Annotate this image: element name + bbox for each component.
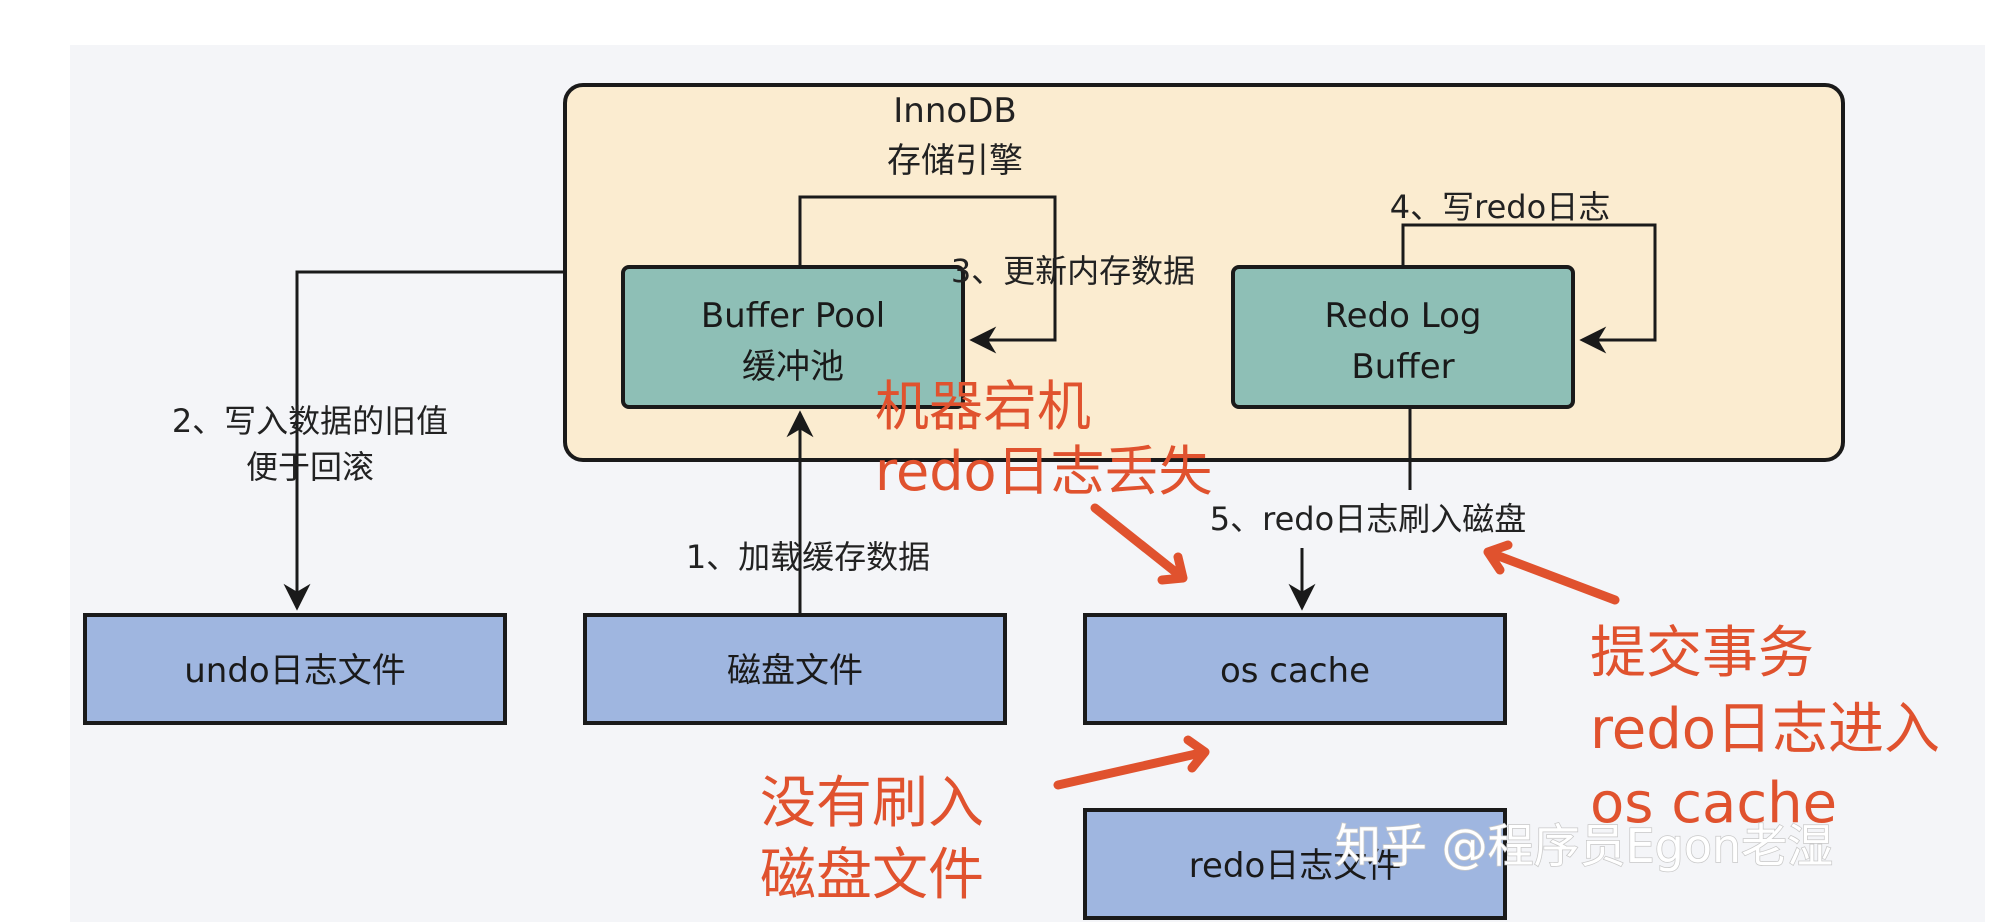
step1-label: 1、加载缓存数据	[686, 538, 930, 576]
os-cache-box	[1083, 613, 1507, 725]
disk-file-label: 磁盘文件	[727, 651, 863, 691]
red-arrow-commit	[1483, 540, 1620, 605]
buffer-pool-label-line1: Buffer Pool	[701, 296, 885, 336]
step2-label-line2: 便于回滚	[246, 448, 374, 486]
annotation-crash-line2: redo日志丢失	[875, 440, 1213, 503]
os-cache-label: os cache	[1220, 651, 1370, 691]
annotation-noflush-line1: 没有刷入	[760, 771, 984, 836]
redo-file-label: redo日志文件	[1189, 846, 1402, 886]
annotation-commit-line2: redo日志进入	[1590, 697, 1940, 762]
disk-file-box	[583, 613, 1007, 725]
engine-title-line2: 存储引擎	[887, 141, 1023, 181]
redo-log-buffer-label-line1: Redo Log	[1325, 296, 1482, 336]
redo-log-buffer-label-line2: Buffer	[1351, 347, 1454, 387]
red-arrow-noflush	[1053, 735, 1210, 790]
annotation-commit-line1: 提交事务	[1590, 621, 1814, 686]
undo-file-label: undo日志文件	[184, 651, 405, 691]
annotation-crash-line1: 机器宕机	[875, 375, 1091, 438]
step3-label: 3、更新内存数据	[951, 252, 1195, 290]
buffer-pool-label-line2: 缓冲池	[742, 347, 844, 387]
annotation-commit-line3: os cache	[1590, 771, 1837, 836]
redo-file-box	[1083, 808, 1507, 920]
watermark: 知乎 @程序员Egon老湿	[1335, 819, 1833, 873]
arrow-step3	[798, 195, 1057, 354]
step2-label-line1: 2、写入数据的旧值	[172, 402, 448, 440]
step5-label: 5、redo日志刷入磁盘	[1210, 500, 1526, 538]
arrow-step2	[283, 270, 565, 611]
arrow-step4	[1401, 223, 1657, 354]
red-arrow-crash	[1090, 503, 1188, 585]
engine-title-line1: InnoDB	[893, 91, 1016, 131]
step4-label: 4、写redo日志	[1390, 188, 1610, 226]
undo-file-box	[83, 613, 507, 725]
annotation-noflush-line2: 磁盘文件	[760, 843, 984, 908]
buffer-pool-box	[621, 265, 965, 409]
